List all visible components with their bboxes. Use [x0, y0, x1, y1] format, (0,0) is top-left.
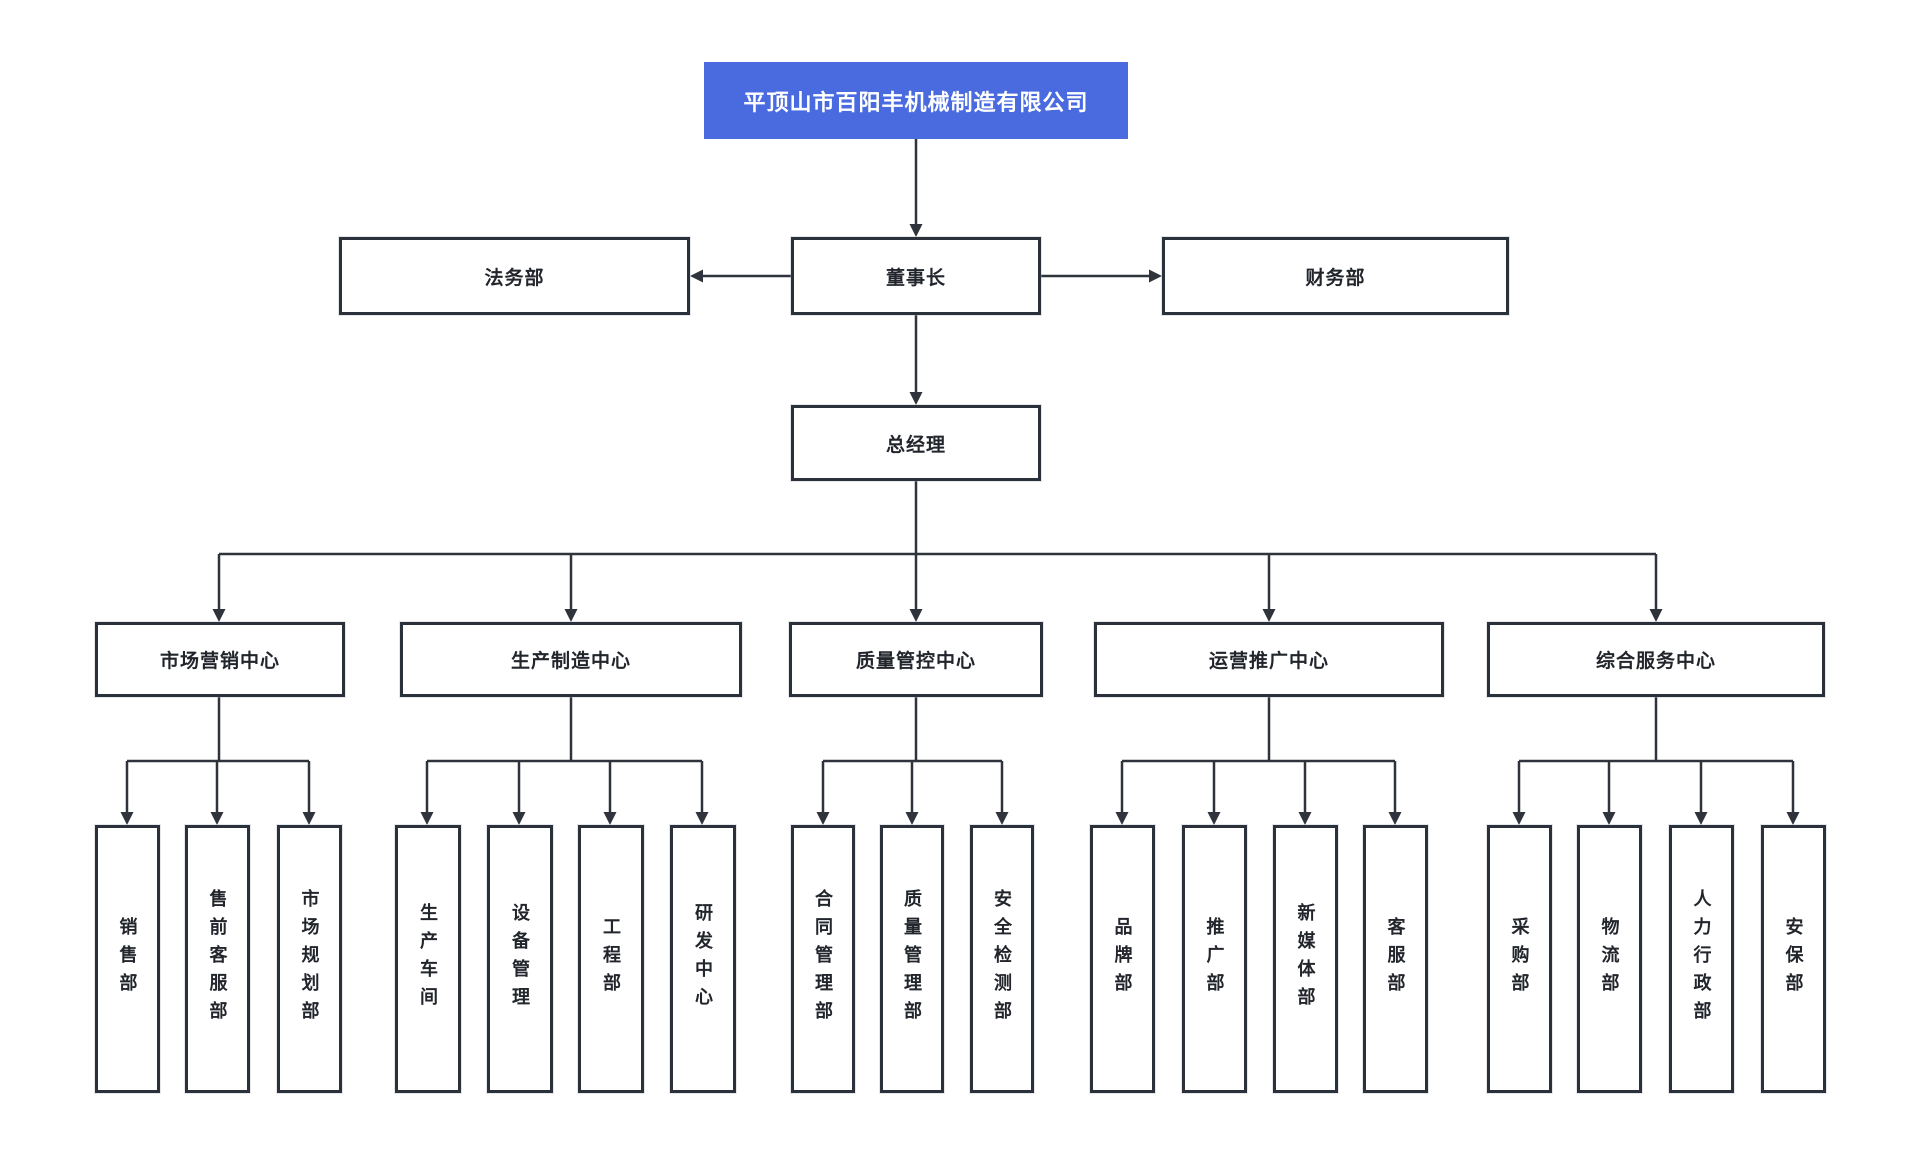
node-dept-rnd-center: 研发中心: [670, 825, 736, 1093]
node-center-quality: 质量管控中心: [789, 622, 1043, 697]
node-center-operations: 运营推广中心: [1094, 622, 1444, 697]
node-dept-contract-mgmt: 合同管理部: [791, 825, 855, 1093]
node-company-root: 平顶山市百阳丰机械制造有限公司: [704, 62, 1128, 139]
node-legal-dept: 法务部: [339, 237, 690, 315]
node-dept-engineering: 工程部: [578, 825, 644, 1093]
node-dept-procurement: 采购部: [1487, 825, 1552, 1093]
node-dept-safety-inspection: 安全检测部: [970, 825, 1034, 1093]
node-dept-sales: 销售部: [95, 825, 160, 1093]
node-center-production: 生产制造中心: [400, 622, 742, 697]
node-center-marketing: 市场营销中心: [95, 622, 345, 697]
node-dept-hr-admin: 人力行政部: [1669, 825, 1734, 1093]
node-dept-presales-service: 售前客服部: [185, 825, 250, 1093]
node-dept-new-media: 新媒体部: [1273, 825, 1338, 1093]
node-center-services: 综合服务中心: [1487, 622, 1825, 697]
node-dept-quality-mgmt: 质量管理部: [880, 825, 944, 1093]
node-dept-equipment-mgmt: 设备管理: [487, 825, 553, 1093]
node-finance-dept: 财务部: [1162, 237, 1509, 315]
node-dept-security: 安保部: [1761, 825, 1826, 1093]
arrowheads: [120, 224, 1800, 825]
node-general-manager: 总经理: [791, 405, 1041, 481]
node-dept-logistics: 物流部: [1577, 825, 1642, 1093]
node-dept-customer-service: 客服部: [1363, 825, 1428, 1093]
node-dept-brand: 品牌部: [1090, 825, 1155, 1093]
node-dept-promotion: 推广部: [1182, 825, 1247, 1093]
node-dept-market-planning: 市场规划部: [277, 825, 342, 1093]
node-chairman: 董事长: [791, 237, 1041, 315]
node-dept-production-workshop: 生产车间: [395, 825, 461, 1093]
